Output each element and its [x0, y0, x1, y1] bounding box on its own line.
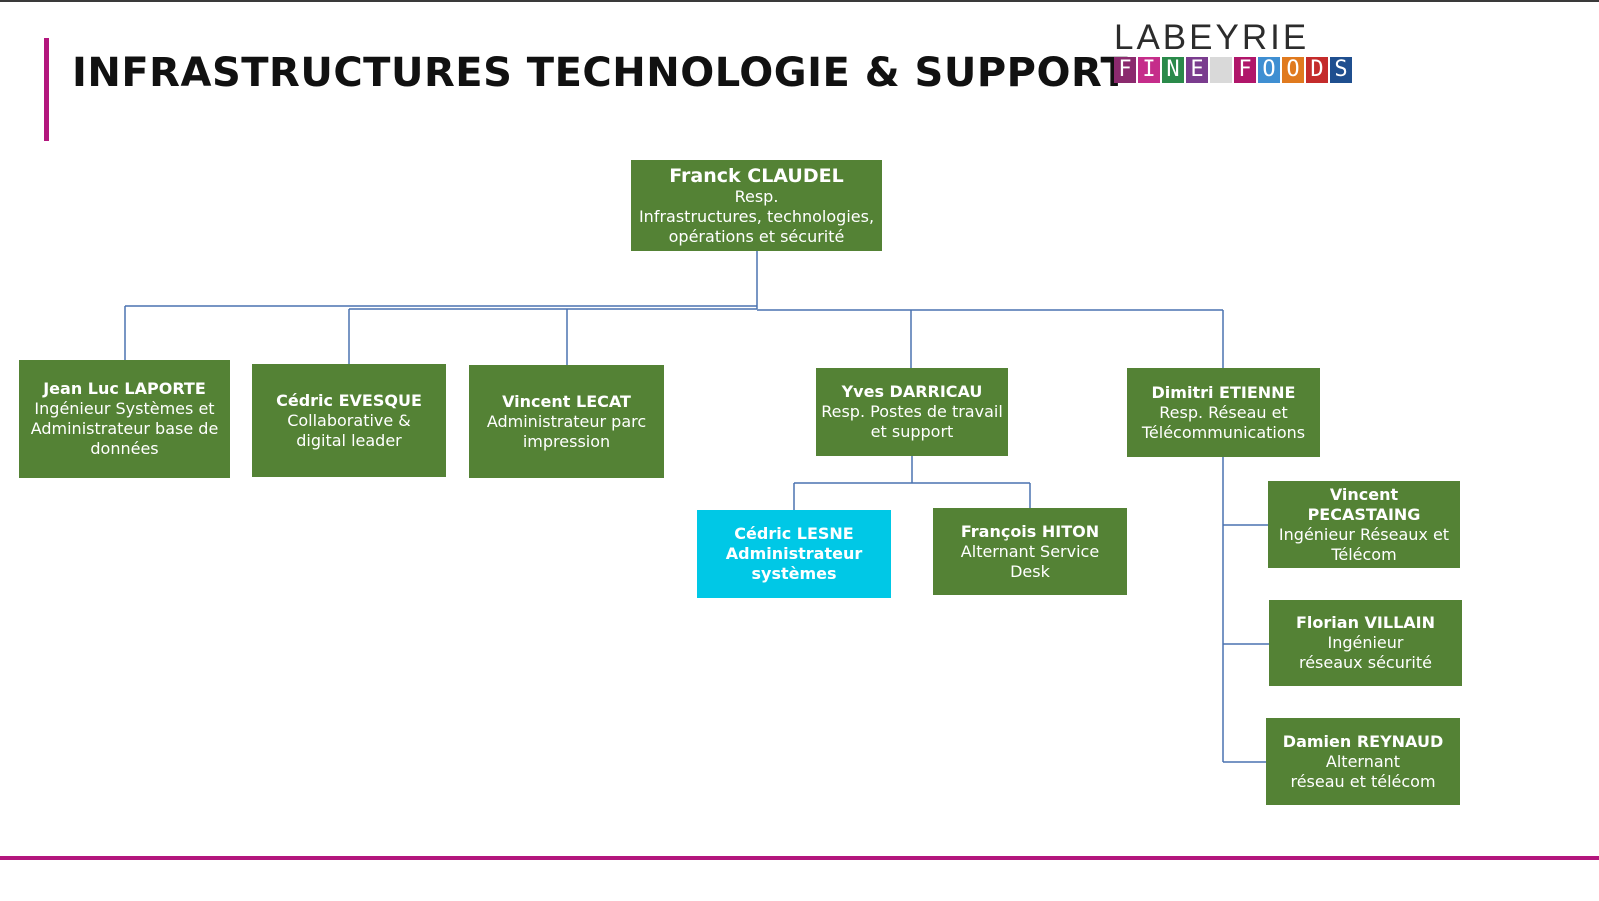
node-role-line: impression	[522, 431, 611, 451]
logo-letter: D	[1306, 57, 1328, 83]
node-name: Franck CLAUDEL	[669, 164, 844, 187]
node-name: Cédric EVESQUE	[276, 390, 422, 410]
node-name: Vincent LECAT	[502, 391, 631, 411]
logo-letter: N	[1162, 57, 1184, 83]
logo-wordmark: LABEYRIE	[1114, 18, 1310, 57]
node-role-line: Administrateur	[725, 544, 863, 563]
top-rule	[0, 0, 1599, 2]
title-accent-bar	[44, 38, 49, 141]
logo-letter: S	[1330, 57, 1352, 83]
node-name: François HITON	[960, 521, 1100, 541]
node-role-line: systèmes	[751, 564, 837, 583]
node-role-line: Alternant	[1325, 751, 1401, 771]
node-role-line: digital leader	[296, 430, 402, 450]
node-role-line: réseau et télécom	[1290, 771, 1436, 791]
node-name: Yves DARRICAU	[841, 382, 983, 401]
node-role-line: données	[90, 439, 159, 458]
node-vincent-pecastaing: Vincent PECASTAING Ingénieur Réseaux et …	[1268, 481, 1460, 568]
bottom-accent-rule	[0, 856, 1599, 860]
node-role-line: réseaux sécurité	[1298, 653, 1432, 672]
node-cedric-lesne: Cédric LESNE Administrateur systèmes	[697, 510, 891, 598]
node-damien-reynaud: Damien REYNAUD Alternant réseau et téléc…	[1266, 718, 1460, 805]
node-role-line: Alternant Service	[960, 541, 1100, 561]
node-role-line: Infrastructures, technologies,	[638, 206, 875, 226]
node-role-line: Ingénieur	[1327, 633, 1404, 652]
node-franck-claudel: Franck CLAUDEL Resp. Infrastructures, te…	[631, 160, 882, 251]
node-dimitri-etienne: Dimitri ETIENNE Resp. Réseau et Télécomm…	[1127, 368, 1320, 457]
node-yves-darricau: Yves DARRICAU Resp. Postes de travail et…	[816, 368, 1008, 456]
node-name: Damien REYNAUD	[1282, 731, 1444, 751]
node-vincent-lecat: Vincent LECAT Administrateur parc impres…	[469, 365, 664, 478]
node-role-line: Télécommunications	[1141, 422, 1306, 442]
node-role-line: Ingénieur Systèmes et	[34, 399, 215, 418]
node-cedric-evesque: Cédric EVESQUE Collaborative & digital l…	[252, 364, 446, 477]
node-role-line: et support	[870, 422, 954, 441]
node-role-line: Resp.	[734, 186, 779, 206]
node-role-line: Collaborative &	[287, 410, 411, 430]
node-role-line: Desk	[1010, 561, 1050, 581]
logo-spacer	[1210, 57, 1232, 83]
node-francois-hiton: François HITON Alternant Service Desk	[933, 508, 1127, 595]
page-title: INFRASTRUCTURES TECHNOLOGIE & SUPPORT	[72, 50, 1129, 96]
logo-letter: O	[1282, 57, 1304, 83]
logo-letter: F	[1234, 57, 1256, 83]
node-role-line: Administrateur base de	[30, 419, 219, 438]
node-role-line: Administrateur parc	[486, 411, 647, 431]
node-role-line: Resp. Postes de travail	[821, 402, 1003, 421]
node-jean-luc-laporte: Jean Luc LAPORTE Ingénieur Systèmes et A…	[19, 360, 230, 478]
node-role-line: Resp. Réseau et	[1159, 402, 1288, 422]
node-name: Cédric LESNE	[734, 524, 854, 543]
node-role-line: Ingénieur Réseaux et	[1278, 524, 1450, 544]
node-name: Dimitri ETIENNE	[1151, 382, 1296, 402]
logo-letter: I	[1138, 57, 1160, 83]
node-role-line: Télécom	[1331, 544, 1397, 564]
node-florian-villain: Florian VILLAIN Ingénieur réseaux sécuri…	[1269, 600, 1462, 686]
logo-letter: F	[1114, 57, 1136, 83]
node-role-line: opérations et sécurité	[668, 226, 845, 246]
node-name: Florian VILLAIN	[1296, 613, 1435, 632]
node-name: Vincent PECASTAING	[1307, 484, 1421, 524]
logo-letter: O	[1258, 57, 1280, 83]
node-name: Jean Luc LAPORTE	[43, 379, 206, 398]
logo-letter: E	[1186, 57, 1208, 83]
